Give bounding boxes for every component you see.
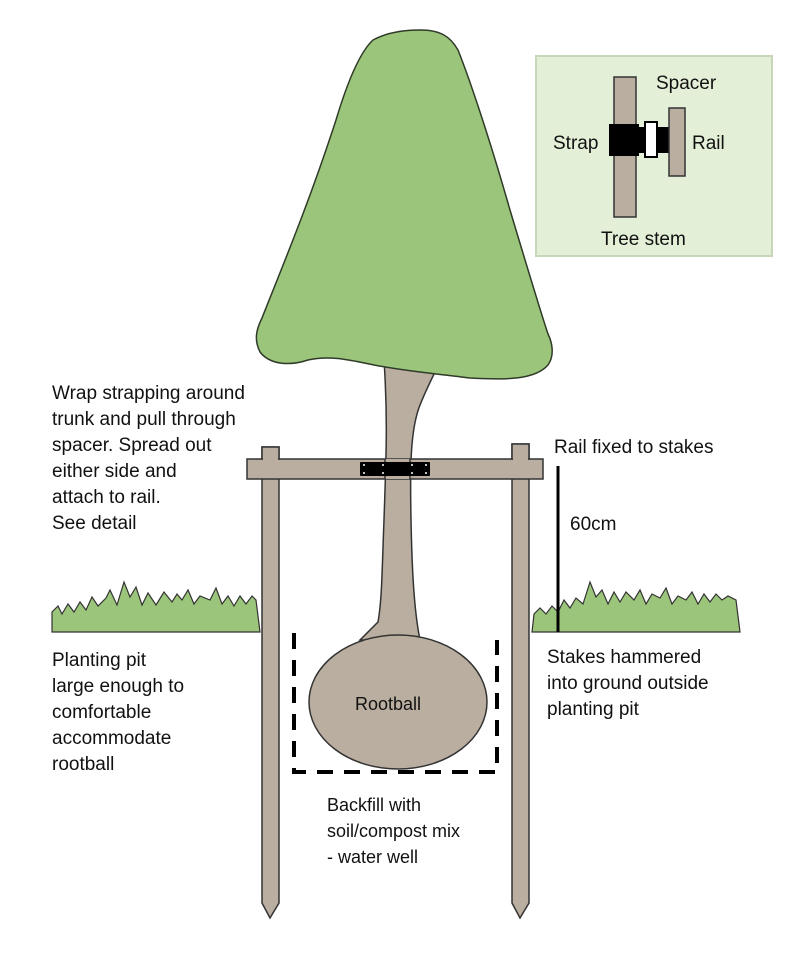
svg-text:Backfill with: Backfill with [327,795,421,815]
svg-text:large enough to: large enough to [52,676,184,697]
rootball-label: Rootball [355,694,421,714]
detail-spacer [644,121,658,158]
detail-inset: Spacer Strap Rail Tree stem [535,55,773,257]
svg-text:Stakes hammered: Stakes hammered [547,647,701,668]
planting-pit-outline [292,633,499,774]
grass-right [531,580,741,633]
svg-text:spacer. Spread out: spacer. Spread out [52,435,212,456]
rootball [308,634,488,770]
svg-text:trunk and pull through: trunk and pull through [52,409,236,430]
svg-text:planting pit: planting pit [547,699,640,720]
svg-text:Planting pit: Planting pit [52,650,147,671]
svg-text:rootball: rootball [52,754,114,775]
detail-label-spacer: Spacer [656,73,717,94]
detail-label-strap: Strap [553,133,598,154]
strap [360,462,430,476]
tree-canopy [255,29,553,380]
svg-text:either side and: either side and [52,461,177,482]
left-stake [261,446,280,920]
detail-rail [668,107,686,177]
annotation-height: 60cm [570,514,616,535]
svg-text:into ground outside: into ground outside [547,673,709,694]
svg-text:soil/compost mix: soil/compost mix [327,821,460,841]
svg-text:attach to rail.: attach to rail. [52,487,161,508]
svg-text:comfortable: comfortable [52,702,151,723]
detail-label-rail: Rail [692,133,725,154]
annotation-stakes: Stakes hammered into ground outside plan… [547,647,709,720]
svg-text:accommodate: accommodate [52,728,171,749]
annotation-strapping: Wrap strapping around trunk and pull thr… [52,383,245,534]
tree-trunk [358,359,440,641]
annotation-backfill: Backfill with soil/compost mix - water w… [327,795,460,867]
trunk-base [379,610,411,633]
annotation-planting-pit: Planting pit large enough to comfortable… [52,650,184,775]
right-stake [511,443,530,920]
detail-strap-left [609,124,639,156]
grass-left [51,580,261,633]
svg-text:- water well: - water well [327,847,418,867]
svg-text:Wrap strapping around: Wrap strapping around [52,383,245,404]
svg-text:See detail: See detail [52,513,137,534]
annotation-rail-fixed: Rail fixed to stakes [554,437,713,458]
detail-label-tree-stem: Tree stem [601,229,686,250]
